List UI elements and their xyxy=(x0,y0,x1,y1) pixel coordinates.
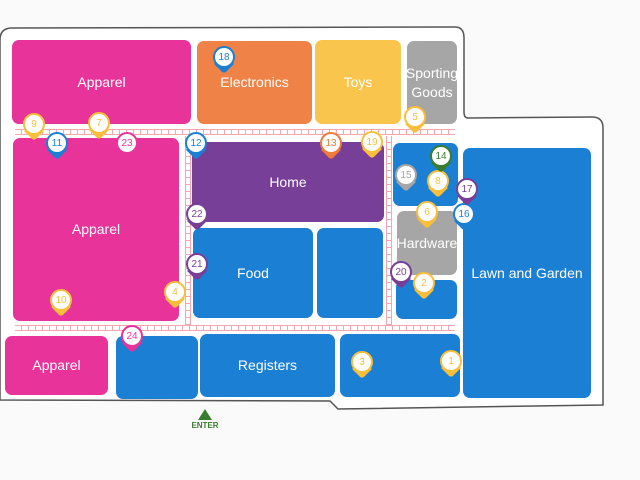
pin-label: 9 xyxy=(23,113,45,135)
pin-label: 15 xyxy=(395,164,417,186)
location-pin-19[interactable]: 19 xyxy=(361,131,383,161)
location-pin-10[interactable]: 10 xyxy=(50,289,72,319)
location-pin-24[interactable]: 24 xyxy=(121,325,143,355)
department-apparel[interactable]: Apparel xyxy=(13,138,179,321)
pin-label: 4 xyxy=(164,281,186,303)
location-pin-4[interactable]: 4 xyxy=(164,281,186,311)
location-pin-23[interactable]: 23 xyxy=(116,132,138,162)
department-electronics[interactable]: Electronics xyxy=(197,41,312,124)
pin-label: 12 xyxy=(185,132,207,154)
pin-label: 17 xyxy=(456,178,478,200)
location-pin-16[interactable]: 16 xyxy=(453,203,475,233)
location-pin-9[interactable]: 9 xyxy=(23,113,45,143)
entrance-label: ENTER xyxy=(191,421,219,430)
location-pin-3[interactable]: 3 xyxy=(351,351,373,381)
location-pin-8[interactable]: 8 xyxy=(427,170,449,200)
pin-label: 10 xyxy=(50,289,72,311)
location-pin-14[interactable]: 14 xyxy=(430,145,452,175)
pin-label: 19 xyxy=(361,131,383,153)
aisle-bottom xyxy=(15,325,455,331)
location-pin-21[interactable]: 21 xyxy=(186,253,208,283)
department-unlabeled[interactable] xyxy=(317,228,383,318)
pin-label: 6 xyxy=(416,201,438,223)
pin-label: 8 xyxy=(427,170,449,192)
pin-label: 5 xyxy=(404,106,426,128)
pin-label: 13 xyxy=(320,132,342,154)
pin-label: 23 xyxy=(116,132,138,154)
pin-label: 21 xyxy=(186,253,208,275)
pin-label: 20 xyxy=(390,261,412,283)
pin-label: 14 xyxy=(430,145,452,167)
entrance-arrow-icon xyxy=(198,409,212,420)
pin-label: 3 xyxy=(351,351,373,373)
location-pin-1[interactable]: 1 xyxy=(440,350,462,380)
pin-label: 18 xyxy=(213,46,235,68)
aisle-top xyxy=(15,129,455,135)
pin-label: 22 xyxy=(186,203,208,225)
location-pin-13[interactable]: 13 xyxy=(320,132,342,162)
pin-label: 1 xyxy=(440,350,462,372)
department-apparel[interactable]: Apparel xyxy=(12,40,191,124)
aisle-right xyxy=(386,136,392,326)
location-pin-15[interactable]: 15 xyxy=(395,164,417,194)
pin-label: 16 xyxy=(453,203,475,225)
department-toys[interactable]: Toys xyxy=(315,40,401,124)
location-pin-6[interactable]: 6 xyxy=(416,201,438,231)
department-lawn-and-garden[interactable]: Lawn and Garden xyxy=(463,148,591,398)
pin-label: 2 xyxy=(413,272,435,294)
aisle-left xyxy=(185,136,191,326)
location-pin-12[interactable]: 12 xyxy=(185,132,207,162)
location-pin-7[interactable]: 7 xyxy=(88,112,110,142)
location-pin-5[interactable]: 5 xyxy=(404,106,426,136)
pin-label: 7 xyxy=(88,112,110,134)
department-apparel[interactable]: Apparel xyxy=(5,336,108,395)
department-food[interactable]: Food xyxy=(193,228,313,318)
location-pin-2[interactable]: 2 xyxy=(413,272,435,302)
location-pin-20[interactable]: 20 xyxy=(390,261,412,291)
pin-label: 24 xyxy=(121,325,143,347)
department-registers[interactable]: Registers xyxy=(200,334,335,397)
pin-label: 11 xyxy=(46,132,68,154)
location-pin-11[interactable]: 11 xyxy=(46,132,68,162)
location-pin-17[interactable]: 17 xyxy=(456,178,478,208)
department-home[interactable]: Home xyxy=(192,142,384,222)
location-pin-18[interactable]: 18 xyxy=(213,46,235,76)
location-pin-22[interactable]: 22 xyxy=(186,203,208,233)
